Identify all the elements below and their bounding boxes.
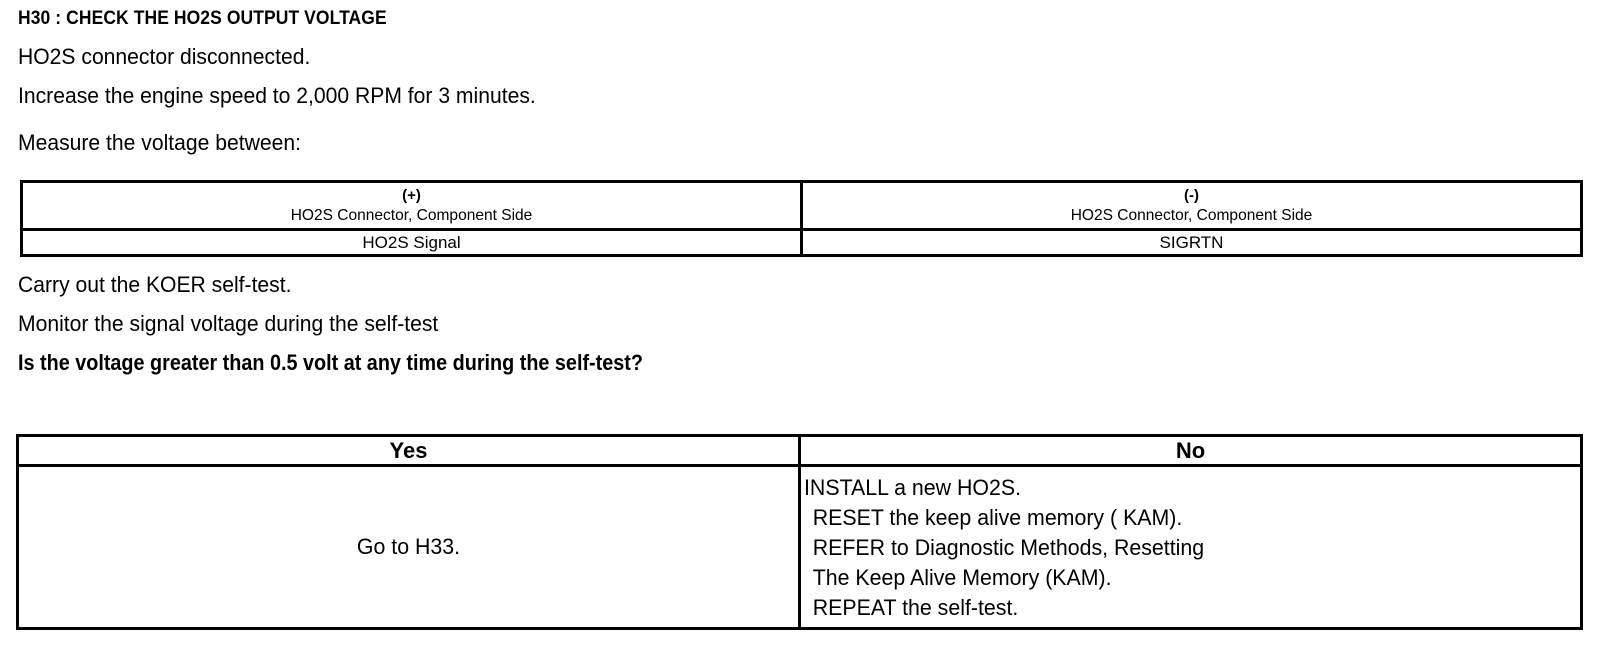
measure-value-negative: SIGRTN [800,228,1583,257]
measure-value-positive: HO2S Signal [20,228,803,257]
no-action-list: INSTALL a new HO2S. RESET the keep alive… [801,467,1580,623]
decision-question: Is the voltage greater than 0.5 volt at … [18,350,643,375]
no-action-line-2: RESET the keep alive memory ( KAM). [812,505,1183,530]
no-action-line-4: The Keep Alive Memory (KAM). [812,565,1112,590]
intro-line-1: HO2S connector disconnected. [18,44,311,69]
page-title: H30 : CHECK THE HO2S OUTPUT VOLTAGE [18,8,387,29]
polarity-negative-label: (-) [1184,187,1199,204]
mid-line-1: Carry out the KOER self-test. [18,272,292,297]
measure-header-negative: (-) HO2S Connector, Component Side [800,180,1583,231]
intro-line-3: Measure the voltage between: [18,130,301,155]
measure-header-positive: (+) HO2S Connector, Component Side [20,180,803,231]
table-row: Go to H33. INSTALL a new HO2S. RESET the… [16,464,1583,630]
connector-negative-label: HO2S Connector, Component Side [1070,207,1313,224]
no-action-line-1: INSTALL a new HO2S. [804,475,1022,500]
yes-action-text: Go to H33. [356,534,461,559]
no-action-line-5: REPEAT the self-test. [812,595,1019,620]
mid-line-2: Monitor the signal voltage during the se… [18,311,439,336]
table-row: Yes No [16,434,1583,467]
connector-positive-label: HO2S Connector, Component Side [290,207,533,224]
table-row: (+) HO2S Connector, Component Side (-) H… [20,180,1583,231]
decision-cell-yes: Go to H33. [16,464,801,630]
decision-header-no: No [798,434,1583,467]
decision-table: Yes No Go to H33. INSTALL a new HO2S. RE… [16,434,1583,630]
no-action-line-3: REFER to Diagnostic Methods, Resetting [812,535,1205,560]
polarity-positive-label: (+) [402,187,421,204]
decision-cell-no: INSTALL a new HO2S. RESET the keep alive… [798,464,1583,630]
table-row: HO2S Signal SIGRTN [20,228,1583,257]
intro-line-2: Increase the engine speed to 2,000 RPM f… [18,83,536,108]
decision-header-yes: Yes [16,434,801,467]
measurement-table: (+) HO2S Connector, Component Side (-) H… [20,180,1583,257]
